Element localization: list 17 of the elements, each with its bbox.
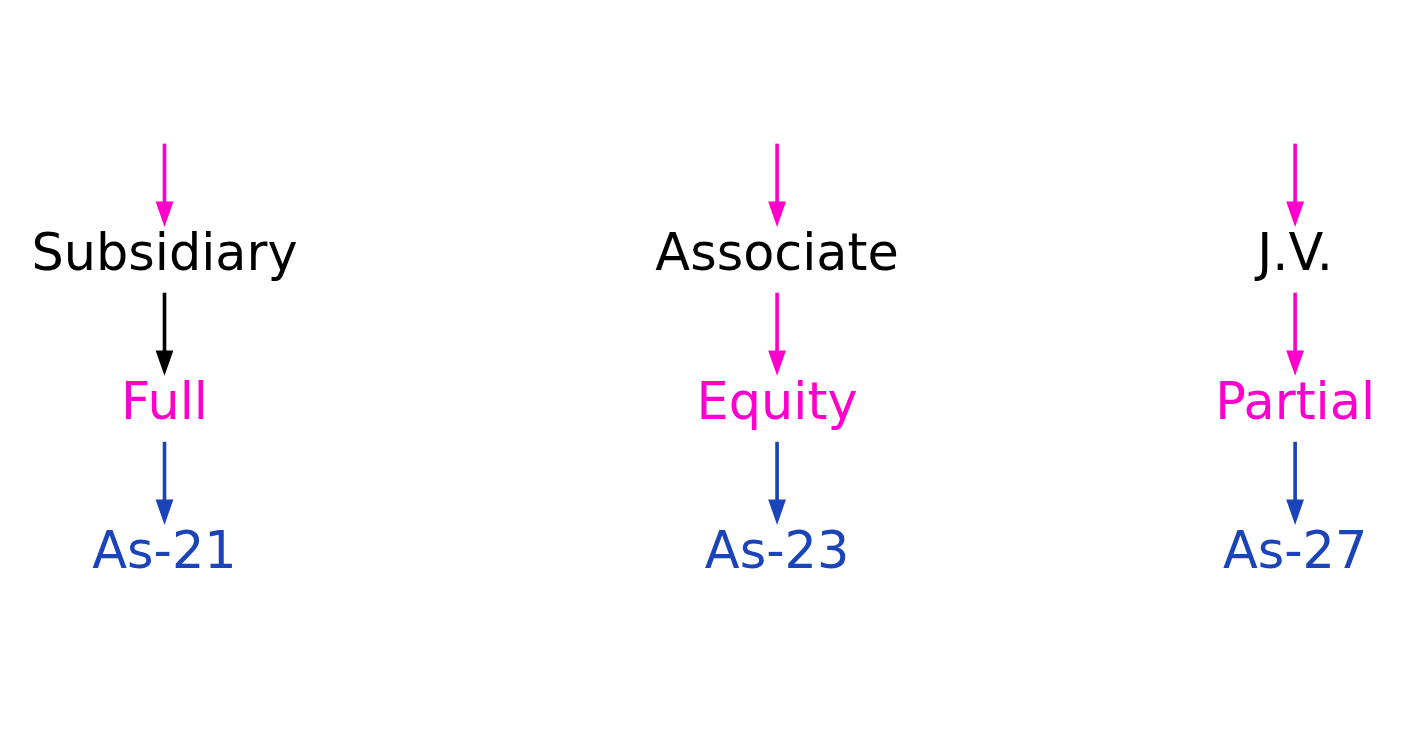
node-text: Partial [1215,371,1376,431]
arrow [1286,441,1305,525]
arrow [1286,143,1305,228]
arrow [155,292,174,376]
node-text: As-23 [704,520,850,580]
node-text: Full [121,371,209,431]
node-text: Subsidiary [31,222,298,282]
arrow [155,143,174,228]
node-text: Equity [696,371,858,431]
node-text: As-27 [1222,520,1368,580]
arrow [768,292,786,376]
arrow [768,441,786,525]
node-text: As-21 [92,520,237,580]
arrow [1286,292,1305,376]
arrow [155,441,174,525]
arrow [768,143,786,228]
node-text: Associate [655,222,899,282]
